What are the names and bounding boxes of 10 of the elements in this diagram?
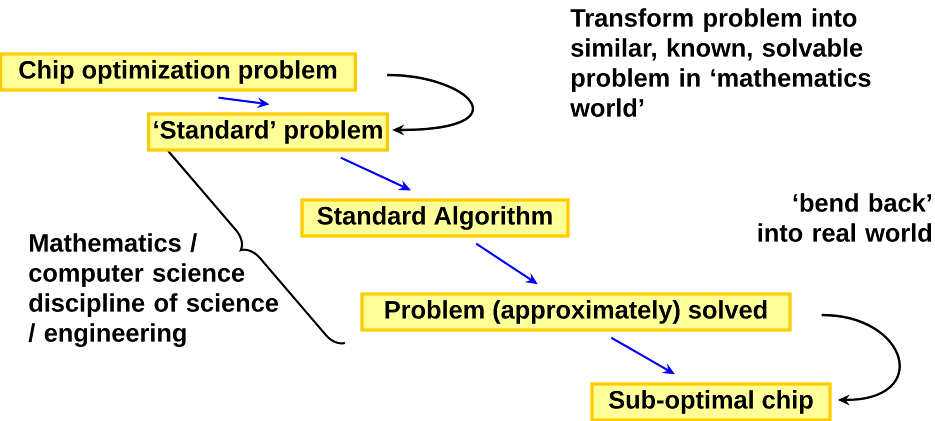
process-box: Problem (approximately) solved — [360, 292, 792, 332]
process-box: Sub-optimal chip — [590, 382, 832, 421]
note-text: Transform problem into similar, known, solvable problem in ‘mathematics world’ — [570, 8, 870, 117]
curved-arrow — [387, 74, 474, 136]
note-text: Mathematics / computer science discipline of science / engineering — [28, 233, 278, 347]
note-text: ‘bend back’ into real world — [758, 193, 932, 242]
process-box: Standard Algorithm — [300, 198, 570, 238]
process-box: Chip optimization problem — [0, 52, 358, 92]
process-box: ‘Standard’ problem — [146, 112, 390, 152]
curved-arrow — [822, 314, 901, 406]
